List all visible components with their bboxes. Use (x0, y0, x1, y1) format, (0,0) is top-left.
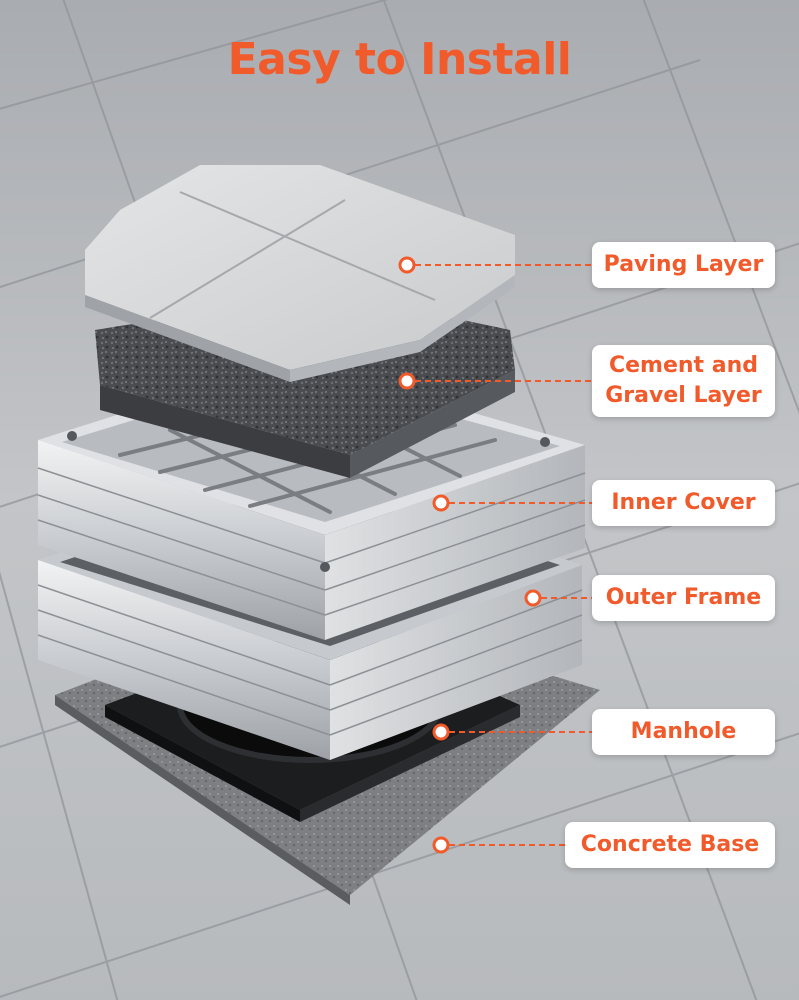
callout-label: Manhole (630, 719, 737, 744)
callout-leaders (398, 256, 592, 854)
leader-inner-cover-dot (432, 494, 450, 512)
callout-manhole: Manhole (592, 709, 775, 755)
leader-cement-gravel-dot (398, 372, 416, 390)
leader-concrete-base-dot (432, 836, 450, 854)
callout-inner-cover: Inner Cover (592, 480, 775, 526)
paving-slab-shape (85, 165, 515, 382)
callout-label: Concrete Base (580, 832, 760, 857)
callout-label: Outer Frame (605, 585, 762, 610)
callout-label: Inner Cover (611, 490, 756, 515)
callout-label: Paving Layer (603, 252, 764, 277)
callout-label-line-1: Cement and (608, 353, 758, 378)
callout-cement-gravel-layer: Cement and Gravel Layer (592, 345, 775, 417)
callout-outer-frame: Outer Frame (592, 575, 775, 621)
callout-concrete-base: Concrete Base (565, 822, 775, 868)
callout-paving-layer: Paving Layer (592, 242, 775, 288)
page-title: Easy to Install (227, 34, 572, 85)
leader-outer-frame-dot (524, 589, 542, 607)
leader-manhole-dot (432, 723, 450, 741)
callout-label-line-2: Gravel Layer (605, 383, 762, 408)
leader-paving-layer-dot (398, 256, 416, 274)
